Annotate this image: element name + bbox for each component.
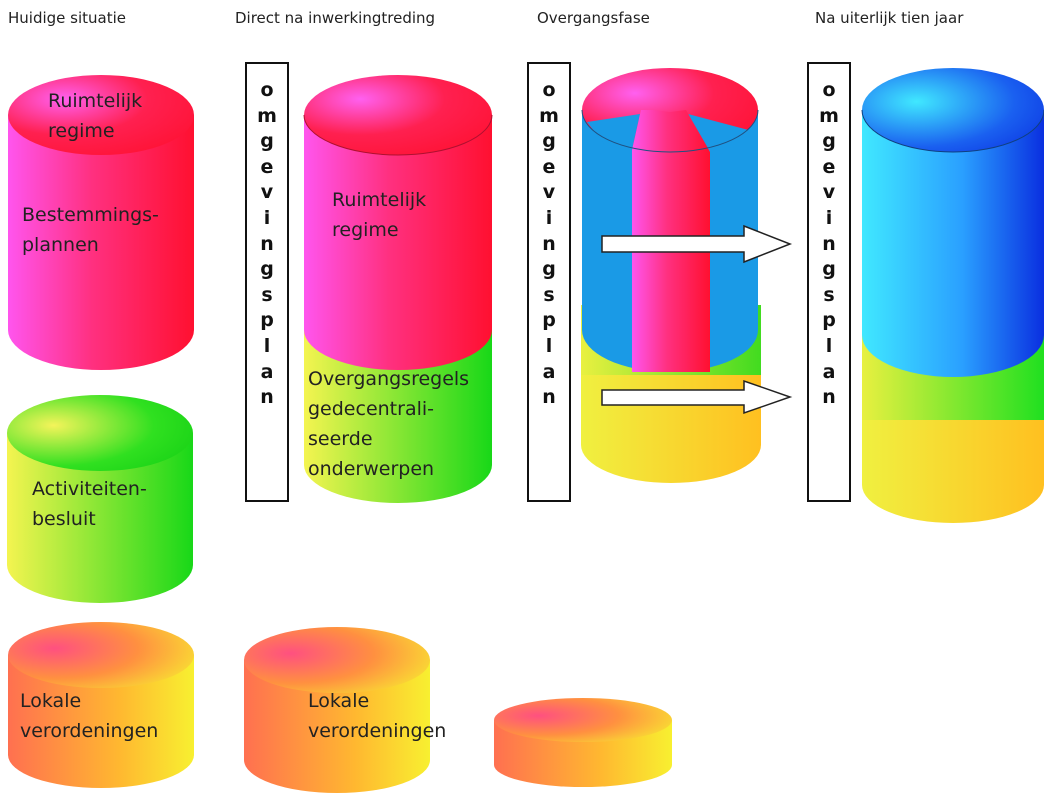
current-local-cylinder <box>8 622 194 788</box>
direct-transition-label-line: gedecentrali- <box>308 398 434 420</box>
omgevingsplan-letter: m <box>539 104 559 127</box>
heading-final: Na uiterlijk tien jaar <box>815 9 964 27</box>
omgevingsplan-letter: s <box>823 283 835 306</box>
omgevingsplan-letter: i <box>545 206 553 229</box>
omgevingsplan-letter: e <box>822 155 836 178</box>
arrow-lower <box>601 379 793 415</box>
omgevingsplan-letter: p <box>542 309 556 332</box>
omgevingsplan-letter: n <box>260 232 274 255</box>
omgevingsplan-letter: g <box>260 258 274 281</box>
direct-local-label-line: verordeningen <box>308 720 447 742</box>
current-activity-cylinder <box>7 395 193 603</box>
omgevingsplan-letter: a <box>260 360 274 383</box>
omgevingsplan-box-transition: o m g e v i n g s p l a n <box>527 62 571 502</box>
omgevingsplan-letter: n <box>542 232 556 255</box>
omgevingsplan-letter: l <box>263 334 271 357</box>
omgevingsplan-box-final: o m g e v i n g s p l a n <box>807 62 851 502</box>
direct-local-label: Lokale verordeningen <box>308 686 446 746</box>
omgevingsplan-letter: p <box>260 309 274 332</box>
omgevingsplan-letter: n <box>822 386 836 409</box>
omgevingsplan-letter: s <box>261 283 273 306</box>
omgevingsplan-letter: e <box>542 155 556 178</box>
current-plans-label-line: Bestemmings- <box>22 204 159 226</box>
omgevingsplan-letter: g <box>542 258 556 281</box>
omgevingsplan-letter: n <box>542 386 556 409</box>
direct-transition-label-line: Overgangsregels <box>308 368 470 390</box>
omgevingsplan-box-direct: o m g e v i n g s p l a n <box>245 62 289 502</box>
omgevingsplan-letter: a <box>542 360 556 383</box>
omgevingsplan-letter: l <box>825 334 833 357</box>
current-spatial-label: Ruimtelijk regime <box>48 86 142 146</box>
omgevingsplan-letter: s <box>543 283 555 306</box>
omgevingsplan-letter: a <box>822 360 836 383</box>
omgevingsplan-letter: e <box>260 155 274 178</box>
omgevingsplan-letter: g <box>822 130 836 153</box>
omgevingsplan-letter: m <box>257 104 277 127</box>
final-blue-cylinder <box>861 68 1044 377</box>
omgevingsplan-letter: o <box>260 79 274 101</box>
heading-direct: Direct na inwerkingtreding <box>235 9 436 27</box>
omgevingsplan-letter: i <box>263 206 271 229</box>
direct-transition-label-line: onderwerpen <box>308 458 435 480</box>
current-activity-label: Activiteiten-besluit <box>32 474 147 534</box>
omgevingsplan-letter: g <box>822 258 836 281</box>
omgevingsplan-letter: n <box>260 386 274 409</box>
omgevingsplan-letter: l <box>545 334 553 357</box>
current-spatial-cylinder <box>8 75 194 370</box>
omgevingsplan-letter: o <box>822 79 836 101</box>
omgevingsplan-letter: v <box>542 181 556 204</box>
current-plans-label: Bestemmings-plannen <box>22 200 159 260</box>
direct-spatial-label: Ruimtelijk regime <box>332 185 426 245</box>
current-local-label-line: Lokale <box>20 690 82 712</box>
direct-transition-label: Overgangsregels gedecentrali-seerde onderw… <box>308 364 469 484</box>
current-activity-label-line: besluit <box>32 508 96 530</box>
transition-local-cylinder <box>494 698 672 787</box>
current-spatial-label-line: regime <box>48 120 115 142</box>
current-activity-label-line: Activiteiten- <box>32 478 147 500</box>
omgevingsplan-letter: p <box>822 309 836 332</box>
omgevingsplan-letter: v <box>260 181 274 204</box>
omgevingsplan-letter: v <box>822 181 836 204</box>
omgevingsplan-letter: g <box>260 130 274 153</box>
direct-local-cylinder <box>244 627 430 793</box>
arrow-upper <box>601 224 793 264</box>
transition-mixed-cylinder <box>581 68 759 372</box>
current-plans-label-line: plannen <box>22 234 99 256</box>
current-spatial-label-line: Ruimtelijk <box>48 90 143 112</box>
heading-current: Huidige situatie <box>8 9 127 27</box>
omgevingsplan-letter: i <box>825 206 833 229</box>
direct-spatial-cylinder <box>303 75 493 370</box>
omgevingsplan-letter: g <box>542 130 556 153</box>
current-local-label: Lokale verordeningen <box>20 686 158 746</box>
direct-spatial-label-line: Ruimtelijk <box>332 189 427 211</box>
direct-spatial-label-line: regime <box>332 219 399 241</box>
omgevingsplan-letter: n <box>822 232 836 255</box>
heading-transition: Overgangsfase <box>537 9 650 27</box>
omgevingsplan-letter: o <box>542 79 556 101</box>
current-local-label-line: verordeningen <box>20 720 159 742</box>
direct-local-label-line: Lokale <box>308 690 370 712</box>
direct-transition-label-line: seerde <box>308 428 373 450</box>
omgevingsplan-letter: m <box>819 104 839 127</box>
